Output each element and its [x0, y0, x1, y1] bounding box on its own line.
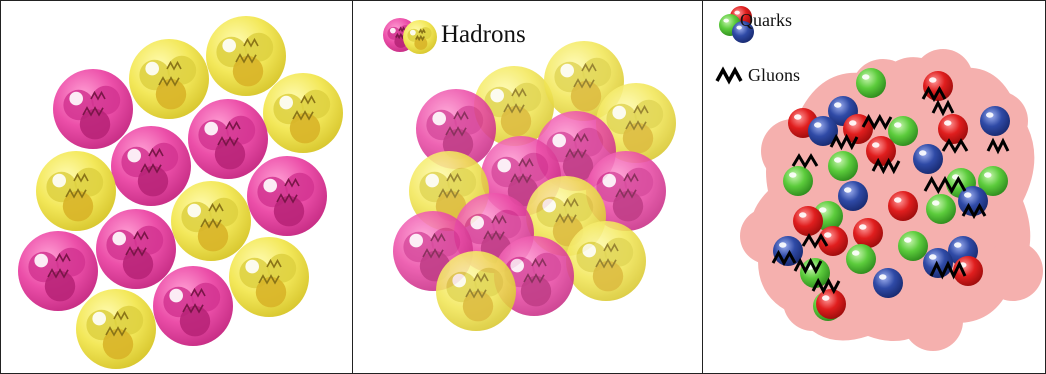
- panel-hadron-gas: [0, 0, 354, 374]
- green-quark: [856, 68, 886, 98]
- green-quark: [846, 244, 876, 274]
- pink-hadron: [153, 266, 233, 346]
- pink-hadron: [111, 126, 191, 206]
- pink-hadron: [18, 231, 98, 311]
- yellow-hadron: [263, 73, 343, 153]
- quarks-legend-label: Quarks: [740, 10, 792, 31]
- green-quark: [898, 231, 928, 261]
- pink-hadron: [247, 156, 327, 236]
- blue-quark: [838, 181, 868, 211]
- green-quark: [828, 151, 858, 181]
- gluon-zigzag-icon: [717, 70, 741, 81]
- quark-gluon-plasma-illustration: [703, 1, 1046, 374]
- pink-hadron: [96, 209, 176, 289]
- yellow-hadron: [129, 39, 209, 119]
- pink-hadron: [53, 69, 133, 149]
- panel-compressed-hadrons: Hadrons: [352, 0, 704, 374]
- hadron-gas-illustration: [1, 1, 354, 374]
- hadron-pair-icon-yellow: [403, 20, 437, 54]
- red-quark: [888, 191, 918, 221]
- yellow-hadron: [436, 251, 516, 331]
- red-quark: [816, 289, 846, 319]
- yellow-hadron: [36, 151, 116, 231]
- green-quark: [800, 258, 830, 288]
- hadrons-legend-label: Hadrons: [441, 21, 526, 49]
- blue-quark: [913, 144, 943, 174]
- compressed-hadrons-illustration: [353, 1, 704, 374]
- red-quark: [923, 71, 953, 101]
- green-quark: [783, 166, 813, 196]
- yellow-hadron: [229, 237, 309, 317]
- green-quark: [926, 194, 956, 224]
- yellow-hadron: [206, 16, 286, 96]
- yellow-hadron: [76, 289, 156, 369]
- red-quark: [793, 206, 823, 236]
- pink-hadron: [188, 99, 268, 179]
- yellow-hadron: [171, 181, 251, 261]
- panel-quark-gluon-plasma: Quarks Gluons: [702, 0, 1046, 374]
- blue-quark: [873, 268, 903, 298]
- blue-quark: [980, 106, 1010, 136]
- red-quark: [866, 136, 896, 166]
- yellow-hadron: [566, 221, 646, 301]
- red-quark: [938, 114, 968, 144]
- gluons-legend-label: Gluons: [748, 65, 800, 86]
- red-quark: [853, 218, 883, 248]
